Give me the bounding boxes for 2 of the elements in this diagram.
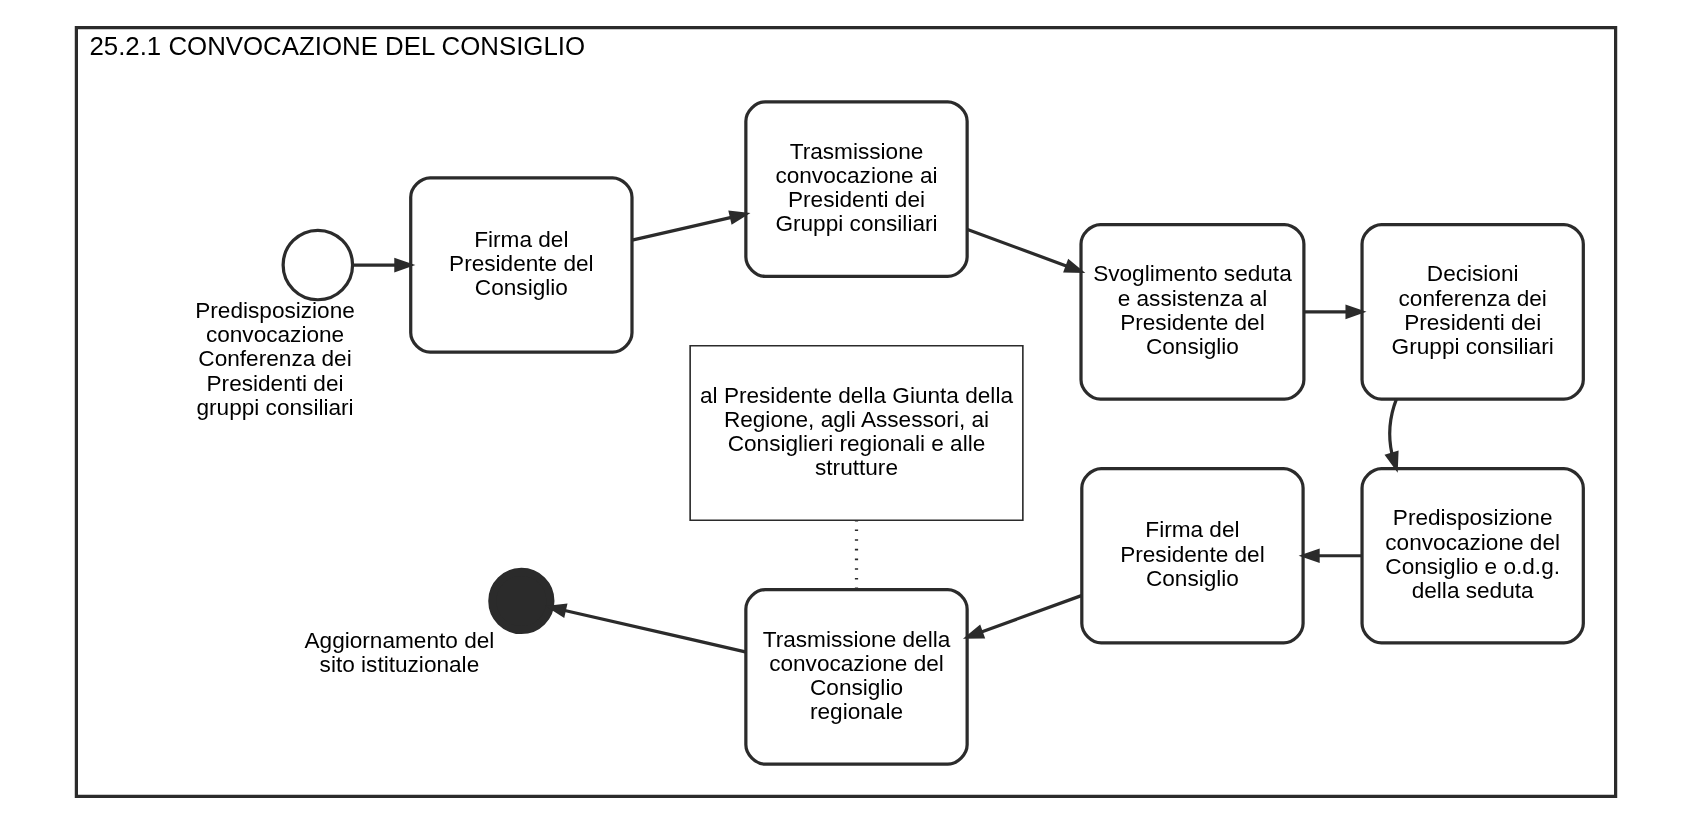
node-label: Aggiornamento del sito istituzionale (304, 628, 495, 678)
node-label: Predisposizione convocazione Conferenza dei Presidenti dei gruppi consiliari (195, 297, 355, 420)
